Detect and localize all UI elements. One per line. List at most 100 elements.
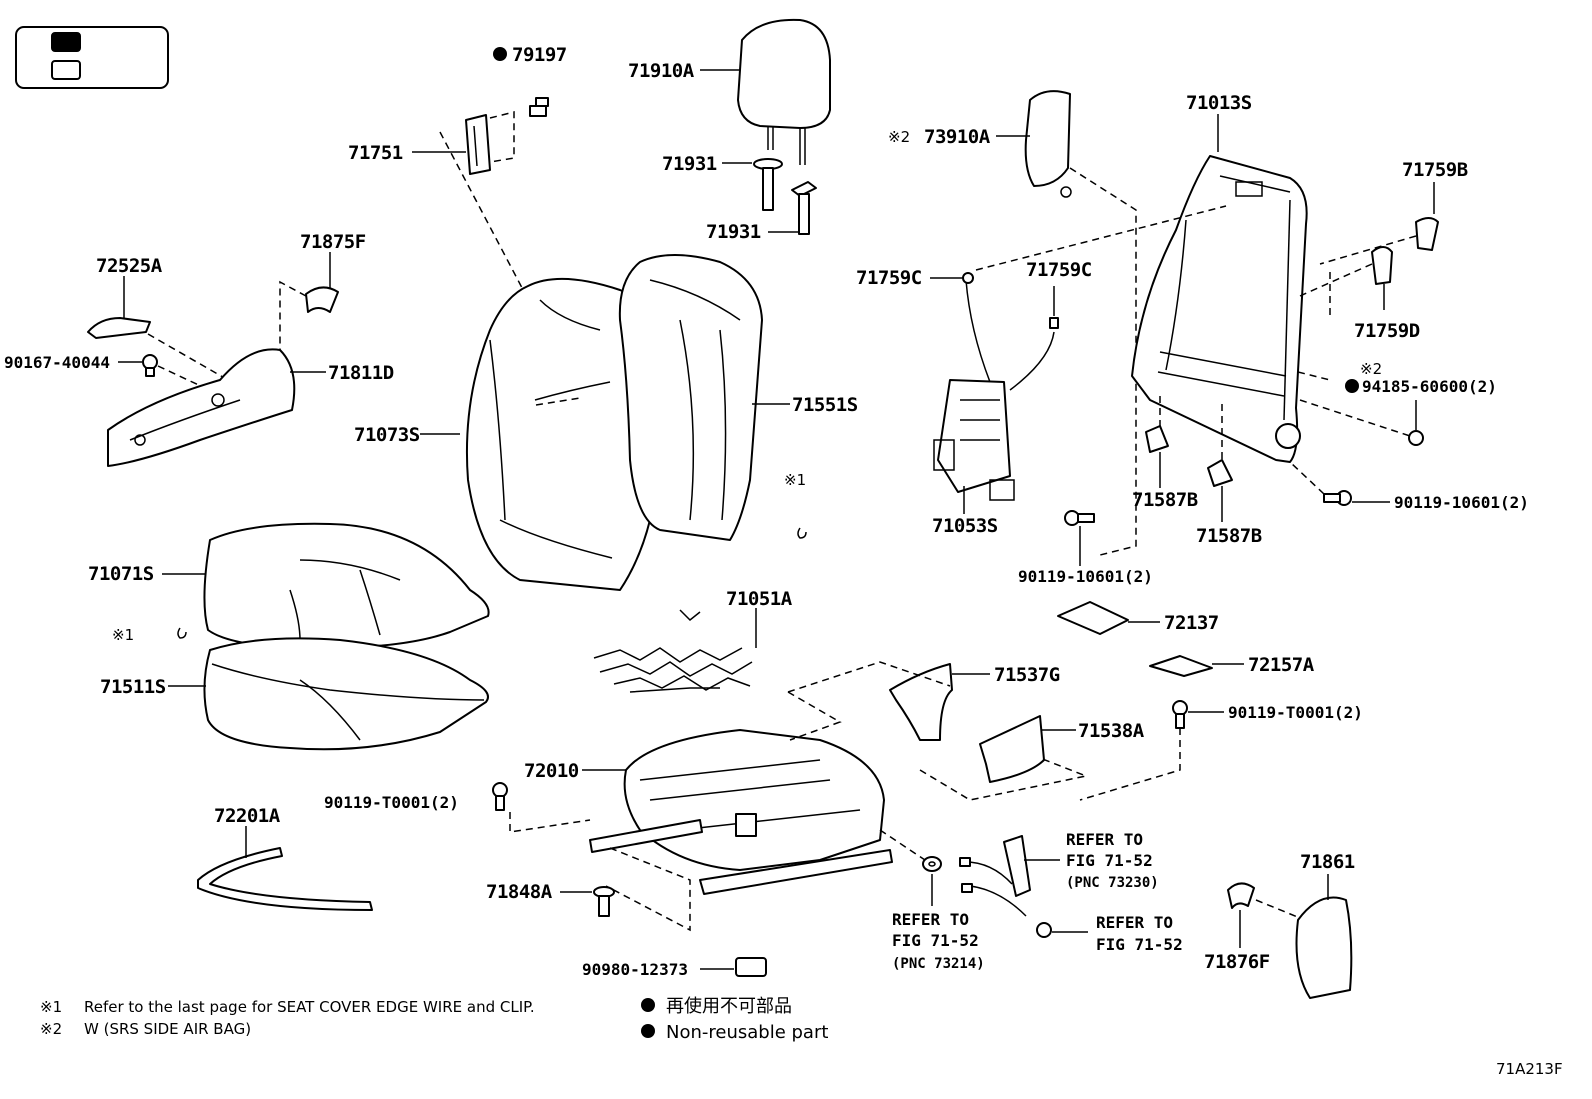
- seat-side-shield-71811D: [107, 348, 296, 467]
- label-72525A: 72525A: [96, 255, 163, 277]
- refer-to-fig-71-52-washer[interactable]: REFER TO FIG 71-52 (PNC 73214): [892, 910, 985, 972]
- label-71751: 71751: [348, 142, 403, 164]
- footnote2-mark: ※2: [40, 1020, 62, 1038]
- nut-94185: [1408, 430, 1424, 446]
- bolt-90119-T0001-left: [492, 782, 508, 811]
- seat-track-72010: [589, 729, 893, 895]
- label-79197: 79197: [512, 44, 567, 66]
- refer-line1: REFER TO: [892, 910, 969, 929]
- label-90119-10601-left: 90119-10601(2): [1018, 567, 1153, 586]
- mark-note2-nut: ※2: [1360, 360, 1382, 378]
- cover-71861: [1295, 896, 1353, 999]
- bolt-90119-10601-left: [1064, 510, 1095, 526]
- label-72137: 72137: [1164, 612, 1219, 634]
- seatback-pad-71551S: [618, 254, 763, 541]
- variant-selector-box: [15, 26, 169, 89]
- spring-nut-71759C-right: [1049, 317, 1059, 329]
- seatback-cover-71073S: [465, 277, 669, 591]
- headrest-guide-2: [791, 181, 817, 235]
- cover-72157A: [1149, 655, 1213, 677]
- label-71759D: 71759D: [1354, 320, 1420, 342]
- cover-72137: [1057, 601, 1129, 635]
- armrest-clip-71875F: [305, 286, 339, 313]
- mark-note2-airbag: ※2: [888, 128, 910, 146]
- connector-90980-12373: [735, 957, 767, 977]
- footnote1-mark: ※1: [40, 998, 62, 1016]
- refer-to-fig-71-52-nut[interactable]: REFER TO FIG 71-52: [1096, 913, 1183, 954]
- refer-line3: (PNC 73214): [892, 956, 985, 972]
- label-71587B-right: 71587B: [1196, 525, 1262, 547]
- armrest-cover-72525A: [87, 317, 151, 339]
- refer-to-fig-71-52-buckle[interactable]: REFER TO FIG 71-52 (PNC 73230): [1066, 830, 1159, 891]
- label-71073S: 71073S: [354, 424, 420, 446]
- label-71051A: 71051A: [726, 588, 793, 610]
- stud-71848A: [593, 886, 615, 917]
- label-90167-40044: 90167-40044: [4, 353, 110, 372]
- cover-71587B-left: [1145, 425, 1169, 453]
- screw-90167: [142, 354, 158, 377]
- headrest-guide-1: [753, 158, 783, 211]
- legend-dot-jp: [641, 998, 655, 1012]
- refer-line3: (PNC 73230): [1066, 875, 1159, 891]
- filled-variant-swatch: [51, 32, 81, 52]
- clip-note1-cushion: [177, 627, 187, 639]
- cover-71587B-right: [1207, 459, 1233, 487]
- label-90119-10601-right: 90119-10601(2): [1394, 493, 1529, 512]
- refer-line1: REFER TO: [1096, 913, 1173, 932]
- seatbelt-buckle-73230: [959, 835, 1031, 917]
- mark-note1-back: ※1: [784, 471, 806, 489]
- bolt-90119-10601-right: [1323, 490, 1352, 506]
- clip-71876F: [1227, 882, 1255, 909]
- spring-nut-71759C-left: [962, 272, 974, 284]
- side-airbag-73910A: [1024, 90, 1072, 198]
- clip-71759B: [1415, 217, 1439, 251]
- shield-71538A: [979, 715, 1045, 783]
- figure-code: 71A213F: [1496, 1060, 1563, 1078]
- refer-line1: REFER TO: [1066, 830, 1143, 849]
- label-71861: 71861: [1300, 851, 1355, 873]
- label-72010: 72010: [524, 760, 579, 782]
- lumbar-support-71053S: [933, 279, 1055, 501]
- label-71931-upper: 71931: [662, 153, 717, 175]
- label-71759C-right: 71759C: [1026, 259, 1092, 281]
- washer-73214: [922, 856, 942, 872]
- non-reusable-dot-94185: [1345, 379, 1359, 393]
- label-71759B: 71759B: [1402, 159, 1468, 181]
- label-71910A: 71910A: [628, 60, 695, 82]
- legend-dot-en: [641, 1024, 655, 1038]
- refer-line2: FIG 71-52: [892, 931, 979, 950]
- legend-jp: 再使用不可部品: [666, 996, 792, 1017]
- label-71511S: 71511S: [100, 676, 166, 698]
- label-90980-12373: 90980-12373: [582, 960, 688, 979]
- label-94185-60600: 94185-60600(2): [1362, 377, 1497, 396]
- empty-variant-swatch: [51, 60, 81, 80]
- label-71931-lower: 71931: [706, 221, 761, 243]
- footnote1-text: Refer to the last page for SEAT COVER ED…: [84, 998, 535, 1016]
- label-73910A: 73910A: [924, 126, 991, 148]
- label-71848A: 71848A: [486, 881, 553, 903]
- non-reusable-dot-79197: [493, 47, 507, 61]
- footnote2-text: W (SRS SIDE AIR BAG): [84, 1020, 251, 1038]
- bolt-79197: [529, 97, 549, 117]
- legend-en: Non-reusable part: [666, 1022, 828, 1043]
- label-71538A: 71538A: [1078, 720, 1145, 742]
- label-72201A: 72201A: [214, 805, 281, 827]
- label-71811D: 71811D: [328, 362, 394, 384]
- headrest-drawing: [737, 18, 831, 165]
- refer-line2: FIG 71-52: [1096, 935, 1183, 954]
- clip-note1-back: [797, 527, 807, 539]
- label-90119-T0001-right: 90119-T0001(2): [1228, 703, 1363, 722]
- seatback-frame-71013S: [1131, 155, 1308, 463]
- label-90119-T0001-left: 90119-T0001(2): [324, 793, 459, 812]
- shield-71537G: [889, 663, 953, 741]
- label-71053S: 71053S: [932, 515, 998, 537]
- mark-note1-cushion: ※1: [112, 626, 134, 644]
- label-71759C-left: 71759C: [856, 267, 922, 289]
- refer-line2: FIG 71-52: [1066, 851, 1153, 870]
- cushion-pad-71511S: [203, 637, 489, 751]
- label-72157A: 72157A: [1248, 654, 1315, 676]
- bolt-90119-T0001-right: [1172, 700, 1188, 729]
- clip-71759D: [1371, 246, 1393, 285]
